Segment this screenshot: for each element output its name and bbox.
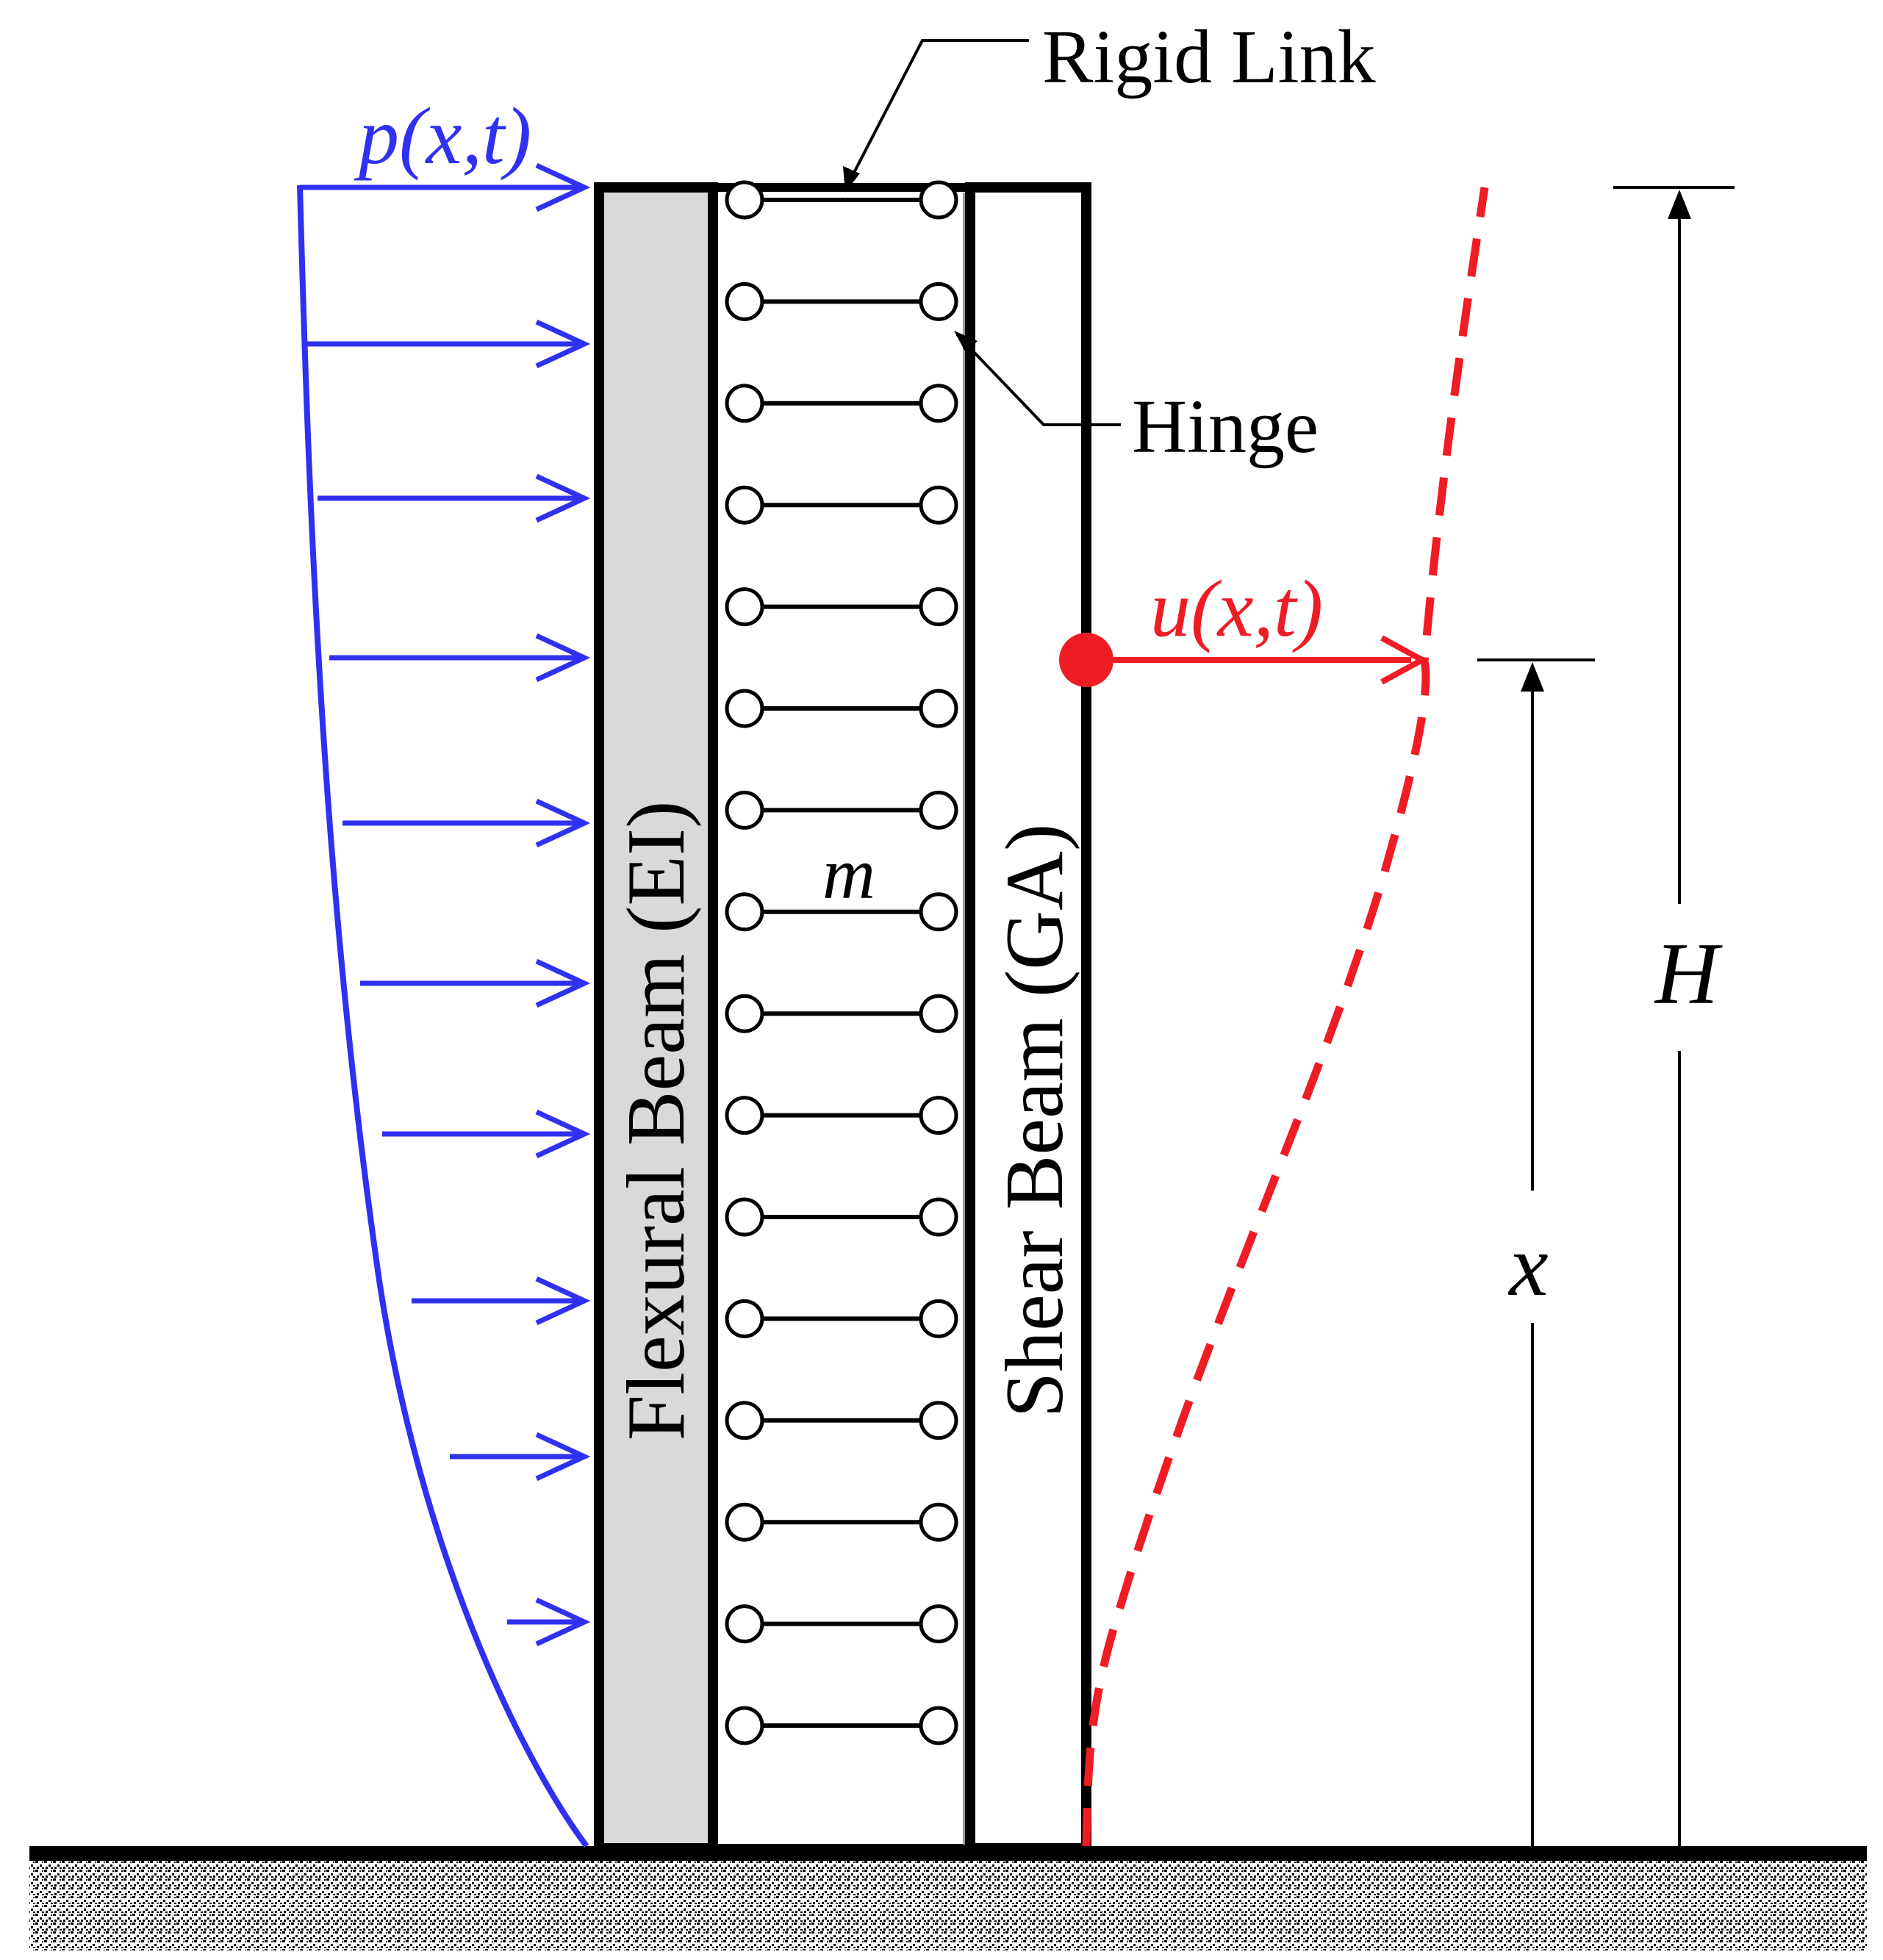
hinge-left: [725, 1502, 764, 1542]
rigid-link: [725, 180, 958, 220]
hinge-label: Hinge: [1132, 384, 1319, 469]
load-arrows: [300, 162, 591, 1647]
hinge-right: [919, 1096, 958, 1135]
hinge-left: [725, 281, 764, 321]
distributed-load: [297, 162, 591, 1848]
rigid-link-label: Rigid Link: [1042, 15, 1376, 99]
load-arrow: [329, 633, 591, 683]
load-arrow: [382, 1109, 591, 1159]
rigid-link: [725, 790, 958, 830]
hinge-left: [725, 587, 764, 627]
load-arrow: [307, 319, 591, 369]
hinge-right: [919, 1604, 958, 1644]
hinge-right: [919, 384, 958, 423]
hinge-left: [725, 994, 764, 1033]
rigid-link: [725, 1096, 958, 1135]
rigid-link: [725, 1502, 958, 1542]
load-arrowhead: [535, 473, 591, 523]
rigid-link: [725, 689, 958, 728]
load-arrowhead: [535, 1276, 591, 1326]
height-dimension-arrowhead: [1668, 190, 1691, 219]
hinge-left: [725, 790, 764, 830]
hinge-left: [725, 1706, 764, 1745]
hinge-right: [919, 281, 958, 321]
load-arrowhead: [535, 162, 591, 212]
hinge-leader-arrowhead: [954, 331, 978, 353]
load-arrowhead: [535, 319, 591, 369]
load-arrow: [342, 798, 591, 848]
shear-beam-label: Shear Beam (GA): [989, 824, 1080, 1418]
ground-hatch: [29, 1858, 1867, 1950]
load-arrow: [360, 958, 591, 1008]
hinge-leader: [955, 333, 1121, 426]
rigid-link-leader: [844, 39, 1029, 190]
load-arrowhead: [535, 1432, 591, 1482]
load-arrowhead: [535, 1597, 591, 1647]
displacement-label: u(x,t): [1150, 564, 1323, 653]
hinge-right: [919, 1197, 958, 1237]
rigid-link: [725, 1706, 958, 1745]
hinge-left: [725, 485, 764, 525]
hinge-left: [725, 892, 764, 932]
rigid-links: [725, 180, 958, 1745]
flexural-beam-label: Flexural Beam (EI): [611, 801, 702, 1441]
hinge-right: [919, 1299, 958, 1338]
load-profile-curve: [297, 184, 589, 1848]
load-arrowhead: [535, 798, 591, 848]
hinge-right: [919, 892, 958, 932]
hinge-left: [725, 689, 764, 728]
deflected-shape: [1082, 187, 1489, 1847]
ground-line: [29, 1846, 1867, 1861]
rigid-link: [725, 1299, 958, 1338]
hinge-right: [919, 689, 958, 728]
load-label: p(x,t): [354, 91, 531, 181]
displacement-arrowhead: [1380, 635, 1429, 685]
rigid-link: [725, 384, 958, 423]
rigid-link: [725, 1604, 958, 1644]
position-label: x: [1507, 1216, 1548, 1314]
load-arrow: [507, 1597, 591, 1647]
load-arrow: [450, 1432, 591, 1482]
rigid-link: [725, 1197, 958, 1237]
shear-beam: [965, 182, 1091, 1853]
rigid-link: [725, 485, 958, 525]
hinge-right: [919, 1706, 958, 1745]
hinge-left: [725, 1299, 764, 1338]
hinge-right: [919, 587, 958, 627]
load-arrowhead: [535, 1109, 591, 1159]
hinge-left: [725, 1096, 764, 1135]
displacement-point: [1059, 633, 1113, 687]
hinge-left: [725, 1401, 764, 1440]
rigid-link: [725, 281, 958, 321]
height-label: H: [1654, 925, 1724, 1022]
load-arrowhead: [535, 958, 591, 1008]
hinge-right: [919, 1502, 958, 1542]
load-arrow: [318, 473, 591, 523]
load-arrow: [300, 162, 591, 212]
mass-label: m: [822, 833, 875, 914]
rigid-link-leader-arrowhead: [843, 166, 860, 193]
hinge-right: [919, 994, 958, 1033]
load-arrowhead: [535, 633, 591, 683]
rigid-link: [725, 994, 958, 1033]
hinge-right: [919, 1401, 958, 1440]
hinge-left: [725, 1197, 764, 1237]
position-dimension-arrowhead: [1521, 662, 1544, 692]
hinge-right: [919, 180, 958, 220]
rigid-link: [725, 892, 958, 932]
hinge-right: [919, 485, 958, 525]
rigid-link: [725, 587, 958, 627]
hinge-left: [725, 1604, 764, 1644]
hinge-left: [725, 384, 764, 423]
hinge-left: [725, 180, 764, 220]
hinge-right: [919, 790, 958, 830]
load-arrow: [412, 1276, 591, 1326]
rigid-link: [725, 1401, 958, 1440]
